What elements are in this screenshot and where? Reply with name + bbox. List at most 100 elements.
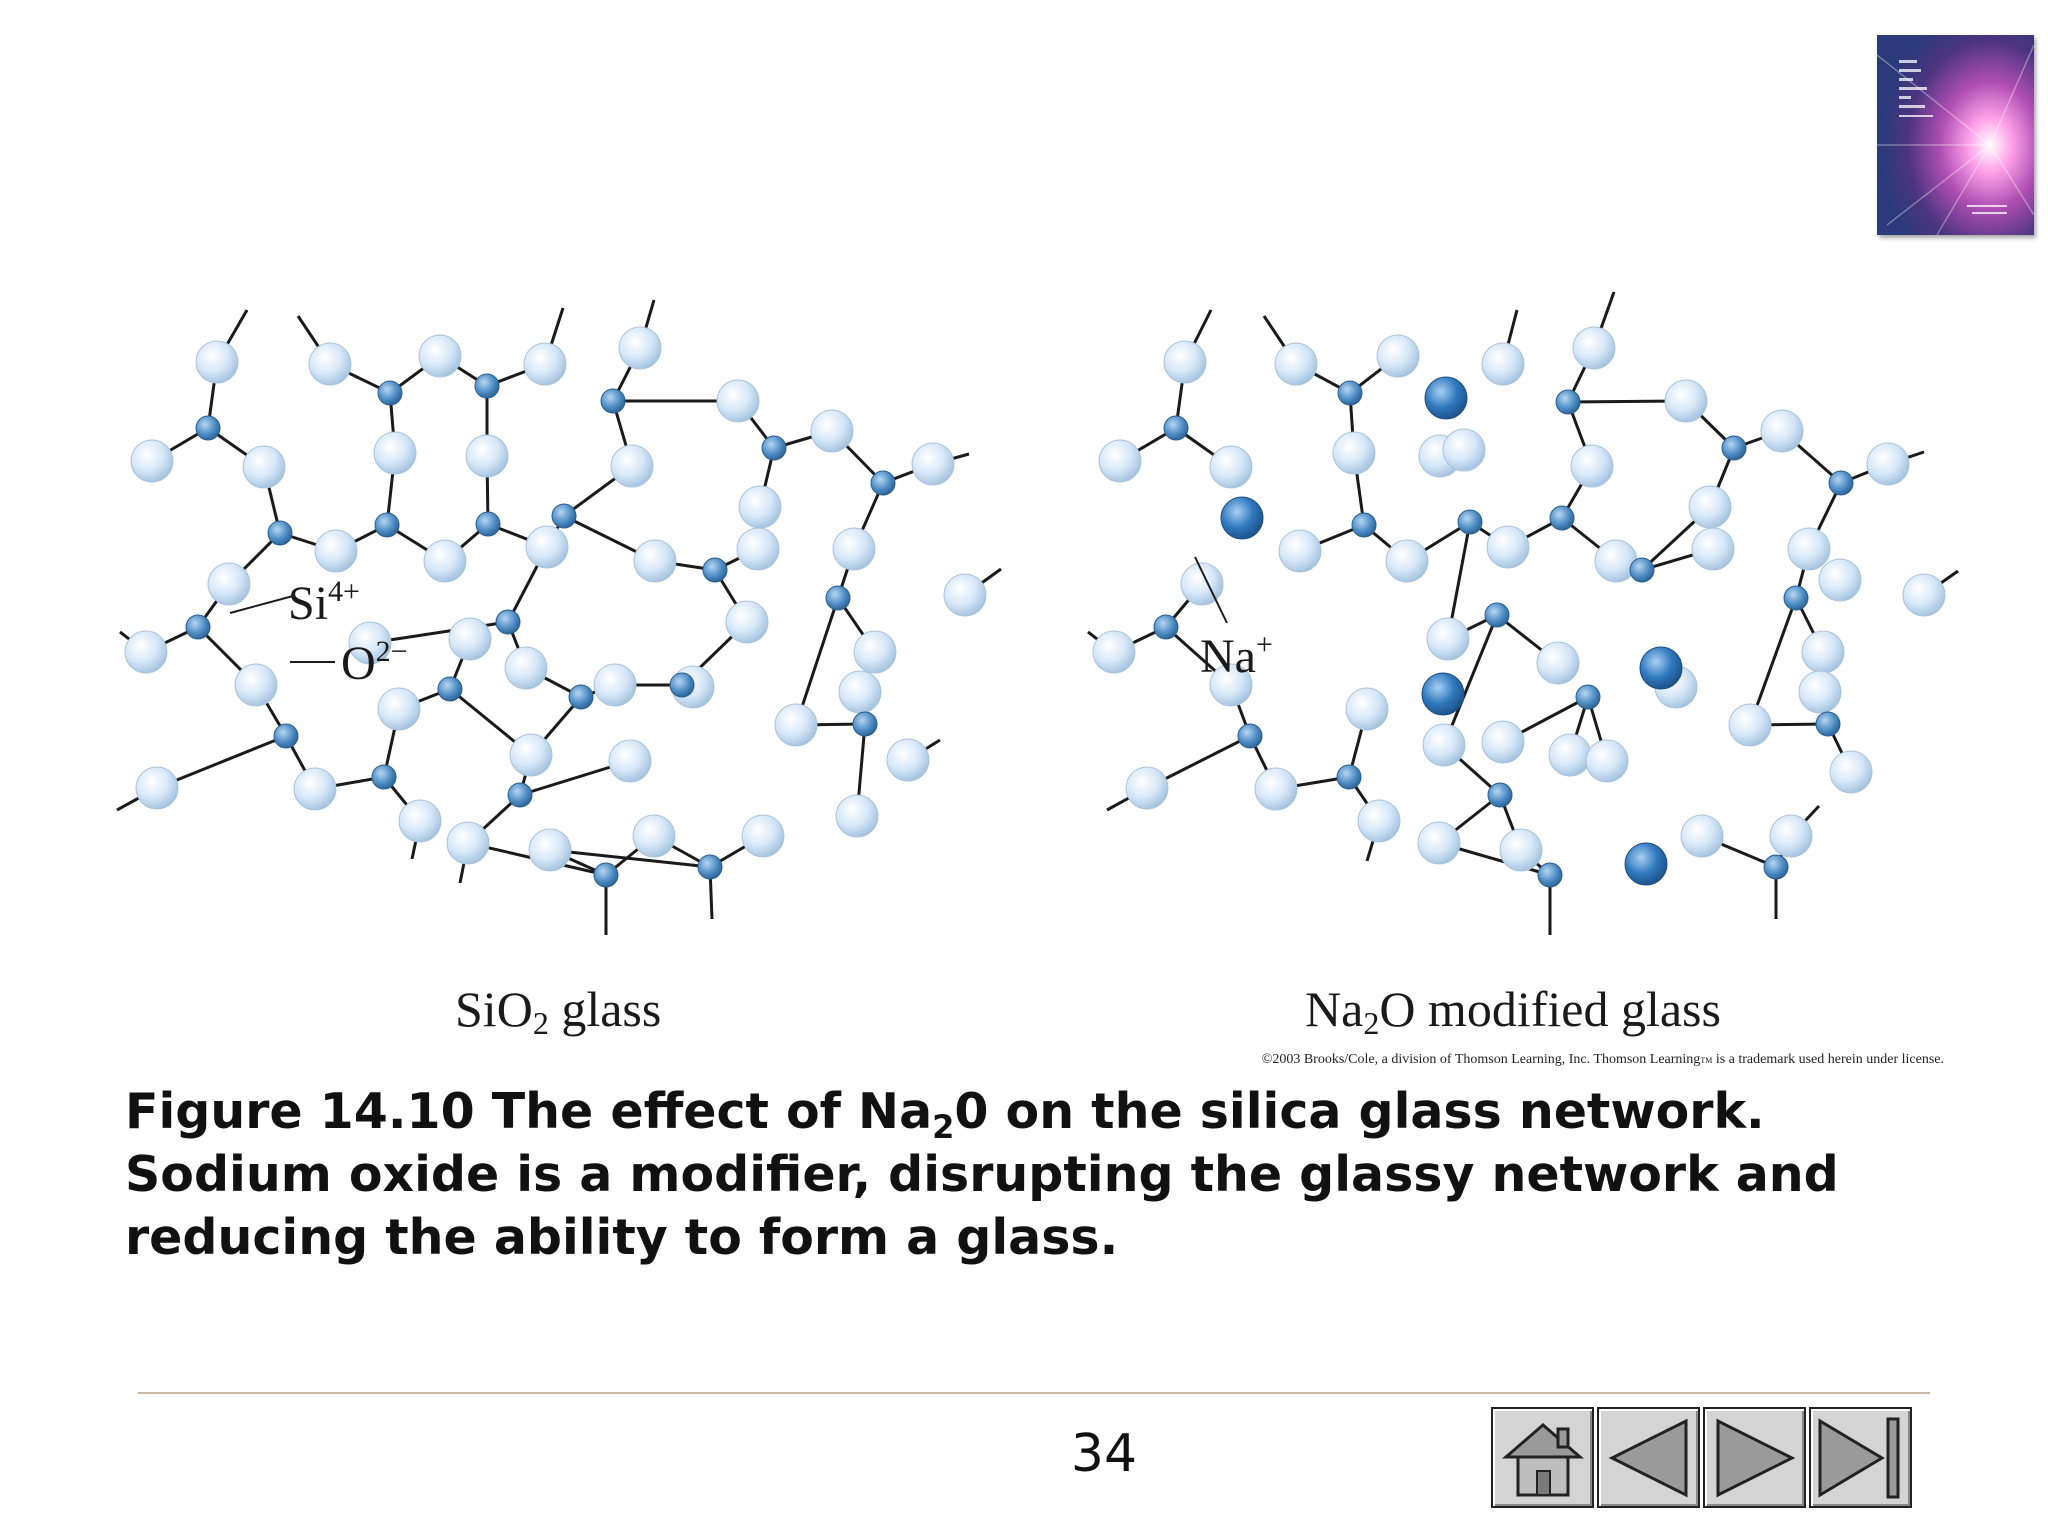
oxygen-atom <box>1209 445 1253 489</box>
oxygen-atom <box>1125 766 1169 810</box>
home-button[interactable] <box>1491 1407 1594 1508</box>
si-o-bond <box>549 848 711 869</box>
silicon-atom <box>475 511 501 537</box>
silicon-atom <box>267 520 293 546</box>
sodium-ion <box>1220 496 1264 540</box>
oxygen-atom <box>1426 617 1470 661</box>
oxygen-atom <box>308 342 352 386</box>
oxygen-atom <box>523 342 567 386</box>
oxygen-atom <box>1385 539 1429 583</box>
page-number: 34 <box>1070 1424 1138 1484</box>
oxygen-atom <box>1092 630 1136 674</box>
silicon-atom <box>593 862 619 888</box>
o-ion-label: O2− <box>341 635 408 690</box>
sodium-ion <box>1624 842 1668 886</box>
oxygen-atom <box>1481 342 1525 386</box>
silicon-atom <box>761 435 787 461</box>
oxygen-atom <box>1866 442 1910 486</box>
si-o-bond <box>156 734 287 790</box>
oxygen-atom <box>1664 379 1708 423</box>
oxygen-atom <box>207 562 251 606</box>
silicon-atom <box>195 415 221 441</box>
silicon-atom <box>1237 723 1263 749</box>
oxygen-atom <box>943 573 987 617</box>
silicon-atom <box>474 373 500 399</box>
oxygen-atom <box>1570 444 1614 488</box>
oxygen-atom <box>1548 733 1592 777</box>
right-triangle-icon <box>1716 1418 1795 1497</box>
oxygen-atom <box>1163 340 1207 384</box>
na2o-modified-glass-label: Na2O modified glass <box>1305 981 1721 1041</box>
oxygen-atom <box>1769 814 1813 858</box>
silicon-atom <box>600 388 626 414</box>
previous-button[interactable] <box>1597 1407 1700 1508</box>
oxygen-atom <box>1585 739 1629 783</box>
copyright-notice: ©2003 Brooks/Cole, a division of Thomson… <box>1261 1052 1944 1067</box>
silicon-atom <box>1721 435 1747 461</box>
silicon-atom <box>1815 711 1841 737</box>
oxygen-atom <box>448 617 492 661</box>
silicon-atom <box>437 676 463 702</box>
oxygen-atom <box>1829 750 1873 794</box>
oxygen-atom <box>423 539 467 583</box>
oxygen-atom <box>1499 828 1543 872</box>
si-ion-label: Si4+ <box>288 575 360 630</box>
next-button[interactable] <box>1703 1407 1806 1508</box>
sio2-glass-label: SiO2 glass <box>455 981 662 1041</box>
silicon-atom <box>870 470 896 496</box>
oxygen-atom <box>1787 527 1831 571</box>
oxygen-atom <box>1801 630 1845 674</box>
oxygen-atom <box>124 630 168 674</box>
oxygen-atom <box>1572 326 1616 370</box>
oxygen-atom <box>242 445 286 489</box>
oxygen-atom <box>504 646 548 690</box>
home-icon <box>1501 1422 1584 1496</box>
oxygen-atom <box>525 525 569 569</box>
oxygen-atom <box>1098 439 1142 483</box>
oxygen-atom <box>1594 539 1638 583</box>
silicon-atom <box>1555 389 1581 415</box>
last-button[interactable] <box>1809 1407 1912 1508</box>
si-o-bond <box>1748 597 1798 726</box>
oxygen-atom <box>1417 821 1461 865</box>
oxygen-atom <box>1680 814 1724 858</box>
oxygen-atom <box>418 334 462 378</box>
silicon-atom <box>1783 585 1809 611</box>
sodium-ion <box>1424 376 1468 420</box>
oxygen-atom <box>1486 525 1530 569</box>
oxygen-atom <box>135 766 179 810</box>
silicon-atom <box>697 854 723 880</box>
oxygen-atom <box>593 663 637 707</box>
oxygen-atom <box>1688 485 1732 529</box>
silicon-atom <box>551 503 577 529</box>
silicon-atom <box>273 723 299 749</box>
oxygen-atom <box>618 326 662 370</box>
oxygen-atom <box>1345 687 1389 731</box>
oxygen-atom <box>774 703 818 747</box>
oxygen-atom <box>1357 799 1401 843</box>
oxygen-atom <box>741 814 785 858</box>
oxygen-atom <box>509 733 553 777</box>
oxygen-atom <box>234 663 278 707</box>
oxygen-atom <box>853 630 897 674</box>
silicon-atom <box>185 614 211 640</box>
oxygen-atom <box>608 739 652 783</box>
oxygen-atom <box>1798 670 1842 714</box>
oxygen-atom <box>716 379 760 423</box>
oxygen-atom <box>293 767 337 811</box>
silicon-atom <box>1828 470 1854 496</box>
silicon-atom <box>568 684 594 710</box>
silicon-atom <box>371 764 397 790</box>
silicon-atom <box>669 672 695 698</box>
silicon-atom <box>377 380 403 406</box>
silicon-atom <box>507 782 533 808</box>
oxygen-atom <box>1376 334 1420 378</box>
oxygen-atom <box>832 527 876 571</box>
oxygen-atom <box>314 529 358 573</box>
silicon-atom <box>1336 764 1362 790</box>
silicon-atom <box>1549 505 1575 531</box>
oxygen-atom <box>1332 431 1376 475</box>
footer-divider <box>138 1392 1930 1394</box>
oxygen-atom <box>1728 703 1772 747</box>
silicon-atom <box>1763 854 1789 880</box>
